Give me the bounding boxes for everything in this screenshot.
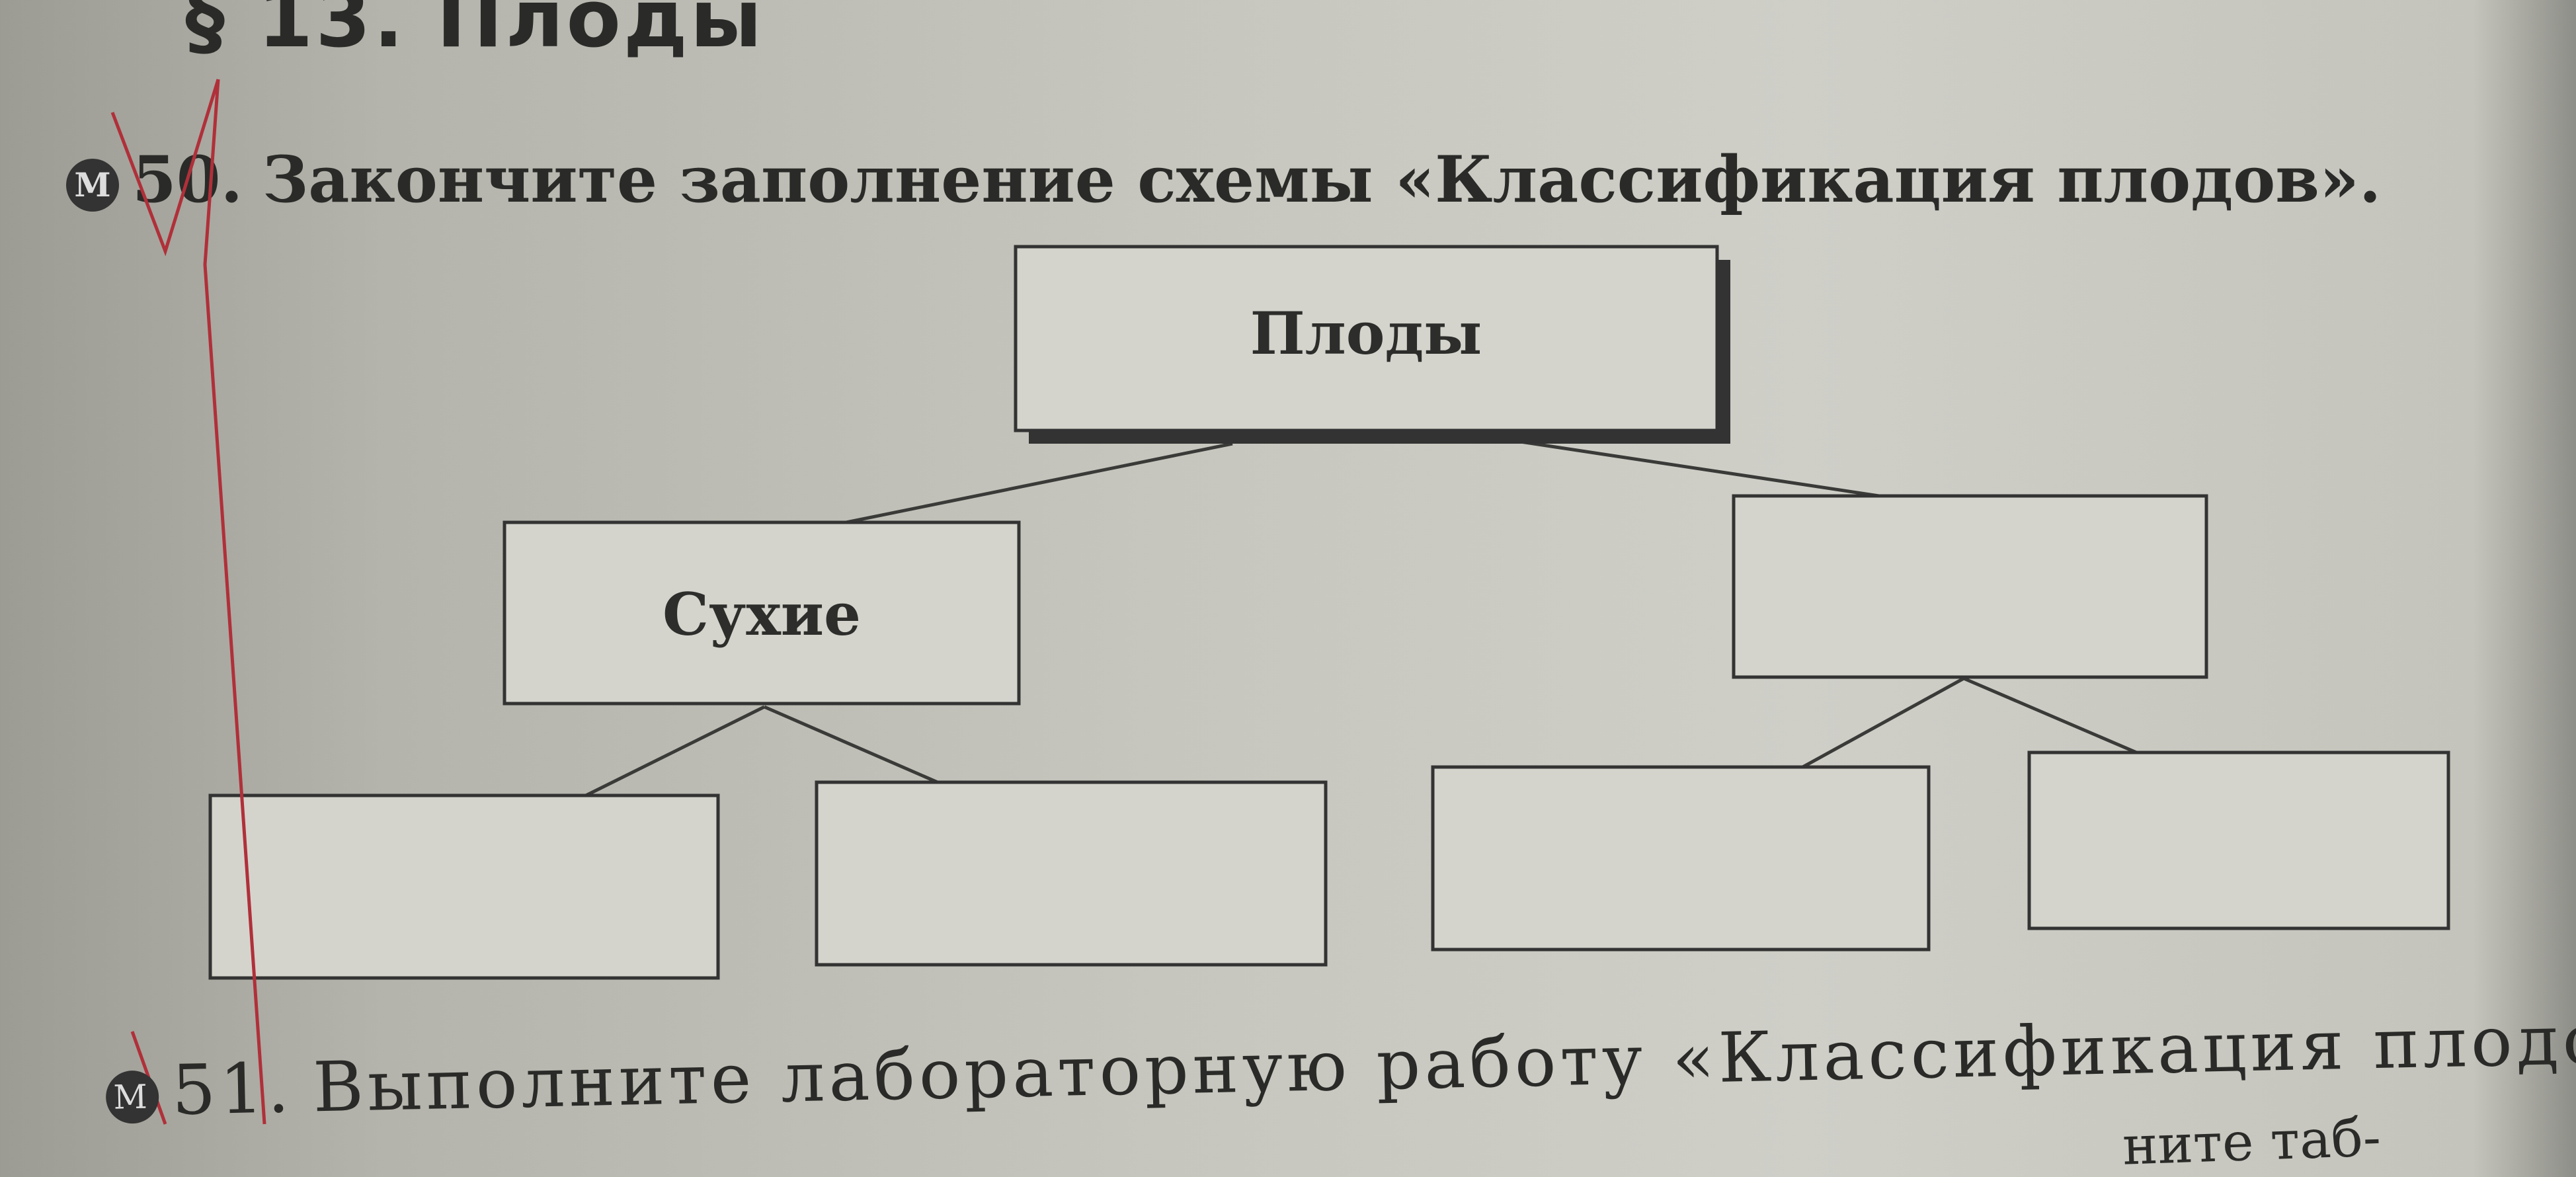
dry-subtype-box-1 bbox=[208, 793, 720, 980]
m-badge-icon: М bbox=[66, 159, 119, 212]
task-number: 51. bbox=[171, 1047, 294, 1131]
root-box bbox=[1014, 245, 1719, 432]
connector-root-left bbox=[829, 442, 1233, 528]
right-subtype-box-1 bbox=[1431, 765, 1931, 952]
root-label: Плоды bbox=[1250, 299, 1482, 368]
connector-root-right bbox=[1511, 438, 1915, 503]
right-category-box bbox=[1732, 494, 2208, 679]
connectors bbox=[582, 438, 2145, 799]
section-title: § 13. Плоды bbox=[185, 0, 765, 65]
connector-dry-left bbox=[582, 705, 766, 799]
pen-margin-line bbox=[203, 79, 266, 1125]
dry-fruits-label: Сухие bbox=[663, 580, 861, 649]
right-subtype-box-2 bbox=[2027, 751, 2450, 930]
connector-right-left bbox=[1798, 676, 1965, 771]
m-badge-icon: М bbox=[105, 1070, 160, 1124]
connector-right-right bbox=[1963, 676, 2145, 758]
connector-dry-right bbox=[764, 705, 953, 791]
fruit-classification-diagram: Плоды Сухие bbox=[110, 79, 2450, 1125]
task-text: Закончите заполнение схемы «Классификаци… bbox=[262, 142, 2382, 217]
dry-subtype-box-2 bbox=[815, 780, 1328, 967]
dry-fruits-box bbox=[503, 520, 1021, 706]
pen-check-mark-50 bbox=[110, 79, 220, 257]
